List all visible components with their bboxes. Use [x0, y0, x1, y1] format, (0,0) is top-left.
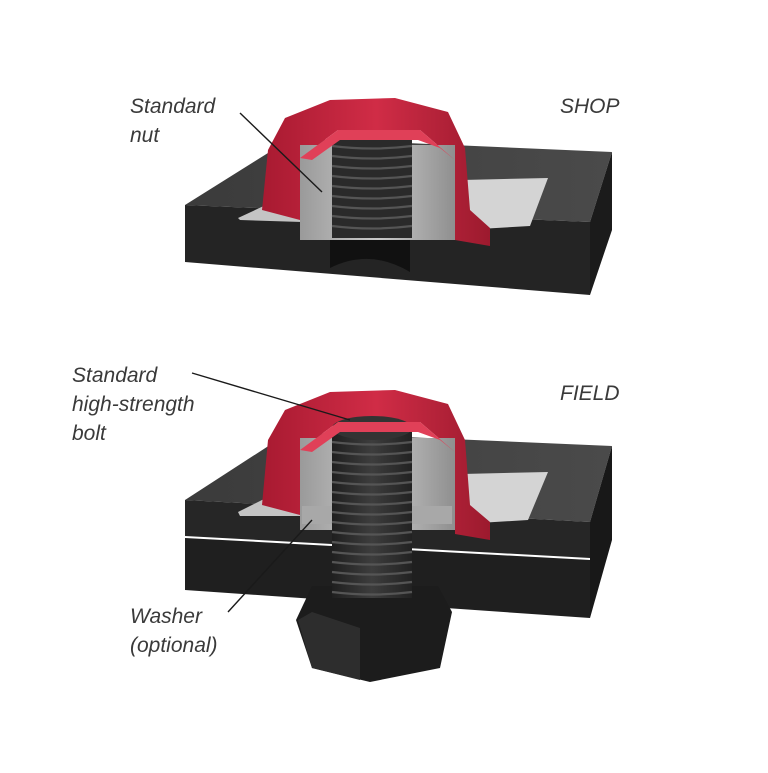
thread-ridge — [331, 480, 413, 486]
shop-collar-rim — [300, 130, 455, 160]
label-field: FIELD — [560, 379, 620, 408]
shop-nut-collar — [262, 98, 490, 246]
callout-line: nut — [130, 124, 160, 147]
shop-hole-cutaway — [330, 236, 410, 272]
thread-ridge — [331, 214, 413, 220]
thread-ridge — [331, 590, 413, 596]
field-plate-right — [590, 446, 612, 618]
label-shop: SHOP — [560, 92, 620, 121]
thread-ridge — [331, 520, 413, 526]
leader-standard-nut — [239, 112, 323, 193]
thread-ridge — [331, 570, 413, 576]
thread-ridge — [331, 510, 413, 516]
section-title: SHOP — [560, 95, 620, 118]
thread-ridge — [331, 460, 413, 466]
thread-ridge — [331, 530, 413, 536]
field-assembly — [185, 390, 612, 682]
thread-ridge — [331, 164, 413, 170]
leader-lines — [191, 112, 351, 613]
section-title: FIELD — [560, 382, 620, 405]
shop-steel-strip-right — [462, 178, 548, 230]
shop-assembly — [185, 98, 612, 295]
callout-line: bolt — [72, 422, 106, 445]
shop-plate-right — [590, 152, 612, 295]
field-nut-collar — [262, 390, 490, 540]
thread-ridge — [331, 470, 413, 476]
thread-ridge — [331, 184, 413, 190]
thread-ridge — [331, 440, 413, 446]
callout-standard-bolt: Standard high-strength bolt — [72, 361, 195, 448]
thread-ridge — [331, 450, 413, 456]
callout-line: Standard — [72, 364, 158, 387]
callout-washer: Washer (optional) — [130, 602, 218, 660]
leader-washer — [227, 519, 313, 613]
thread-ridge — [331, 560, 413, 566]
callout-standard-nut: Standard nut — [130, 92, 215, 150]
callout-line: Washer — [130, 605, 202, 628]
thread-ridge — [331, 500, 413, 506]
callout-line: Standard — [130, 95, 216, 118]
thread-ridge — [331, 154, 413, 160]
field-bolt-head-face — [298, 612, 360, 680]
callout-line: high-strength — [72, 393, 195, 416]
thread-ridge — [331, 224, 413, 230]
field-bolt-threads — [331, 440, 413, 596]
thread-ridge — [331, 490, 413, 496]
shop-threads — [331, 144, 413, 230]
field-steel-strip-right — [462, 472, 548, 524]
thread-ridge — [331, 550, 413, 556]
leader-standard-bolt — [191, 372, 351, 421]
thread-ridge — [331, 194, 413, 200]
callout-line: (optional) — [130, 634, 218, 657]
thread-ridge — [331, 174, 413, 180]
thread-ridge — [331, 144, 413, 150]
thread-ridge — [331, 204, 413, 210]
field-collar-rim — [300, 422, 455, 452]
thread-ridge — [331, 540, 413, 546]
thread-ridge — [331, 580, 413, 586]
